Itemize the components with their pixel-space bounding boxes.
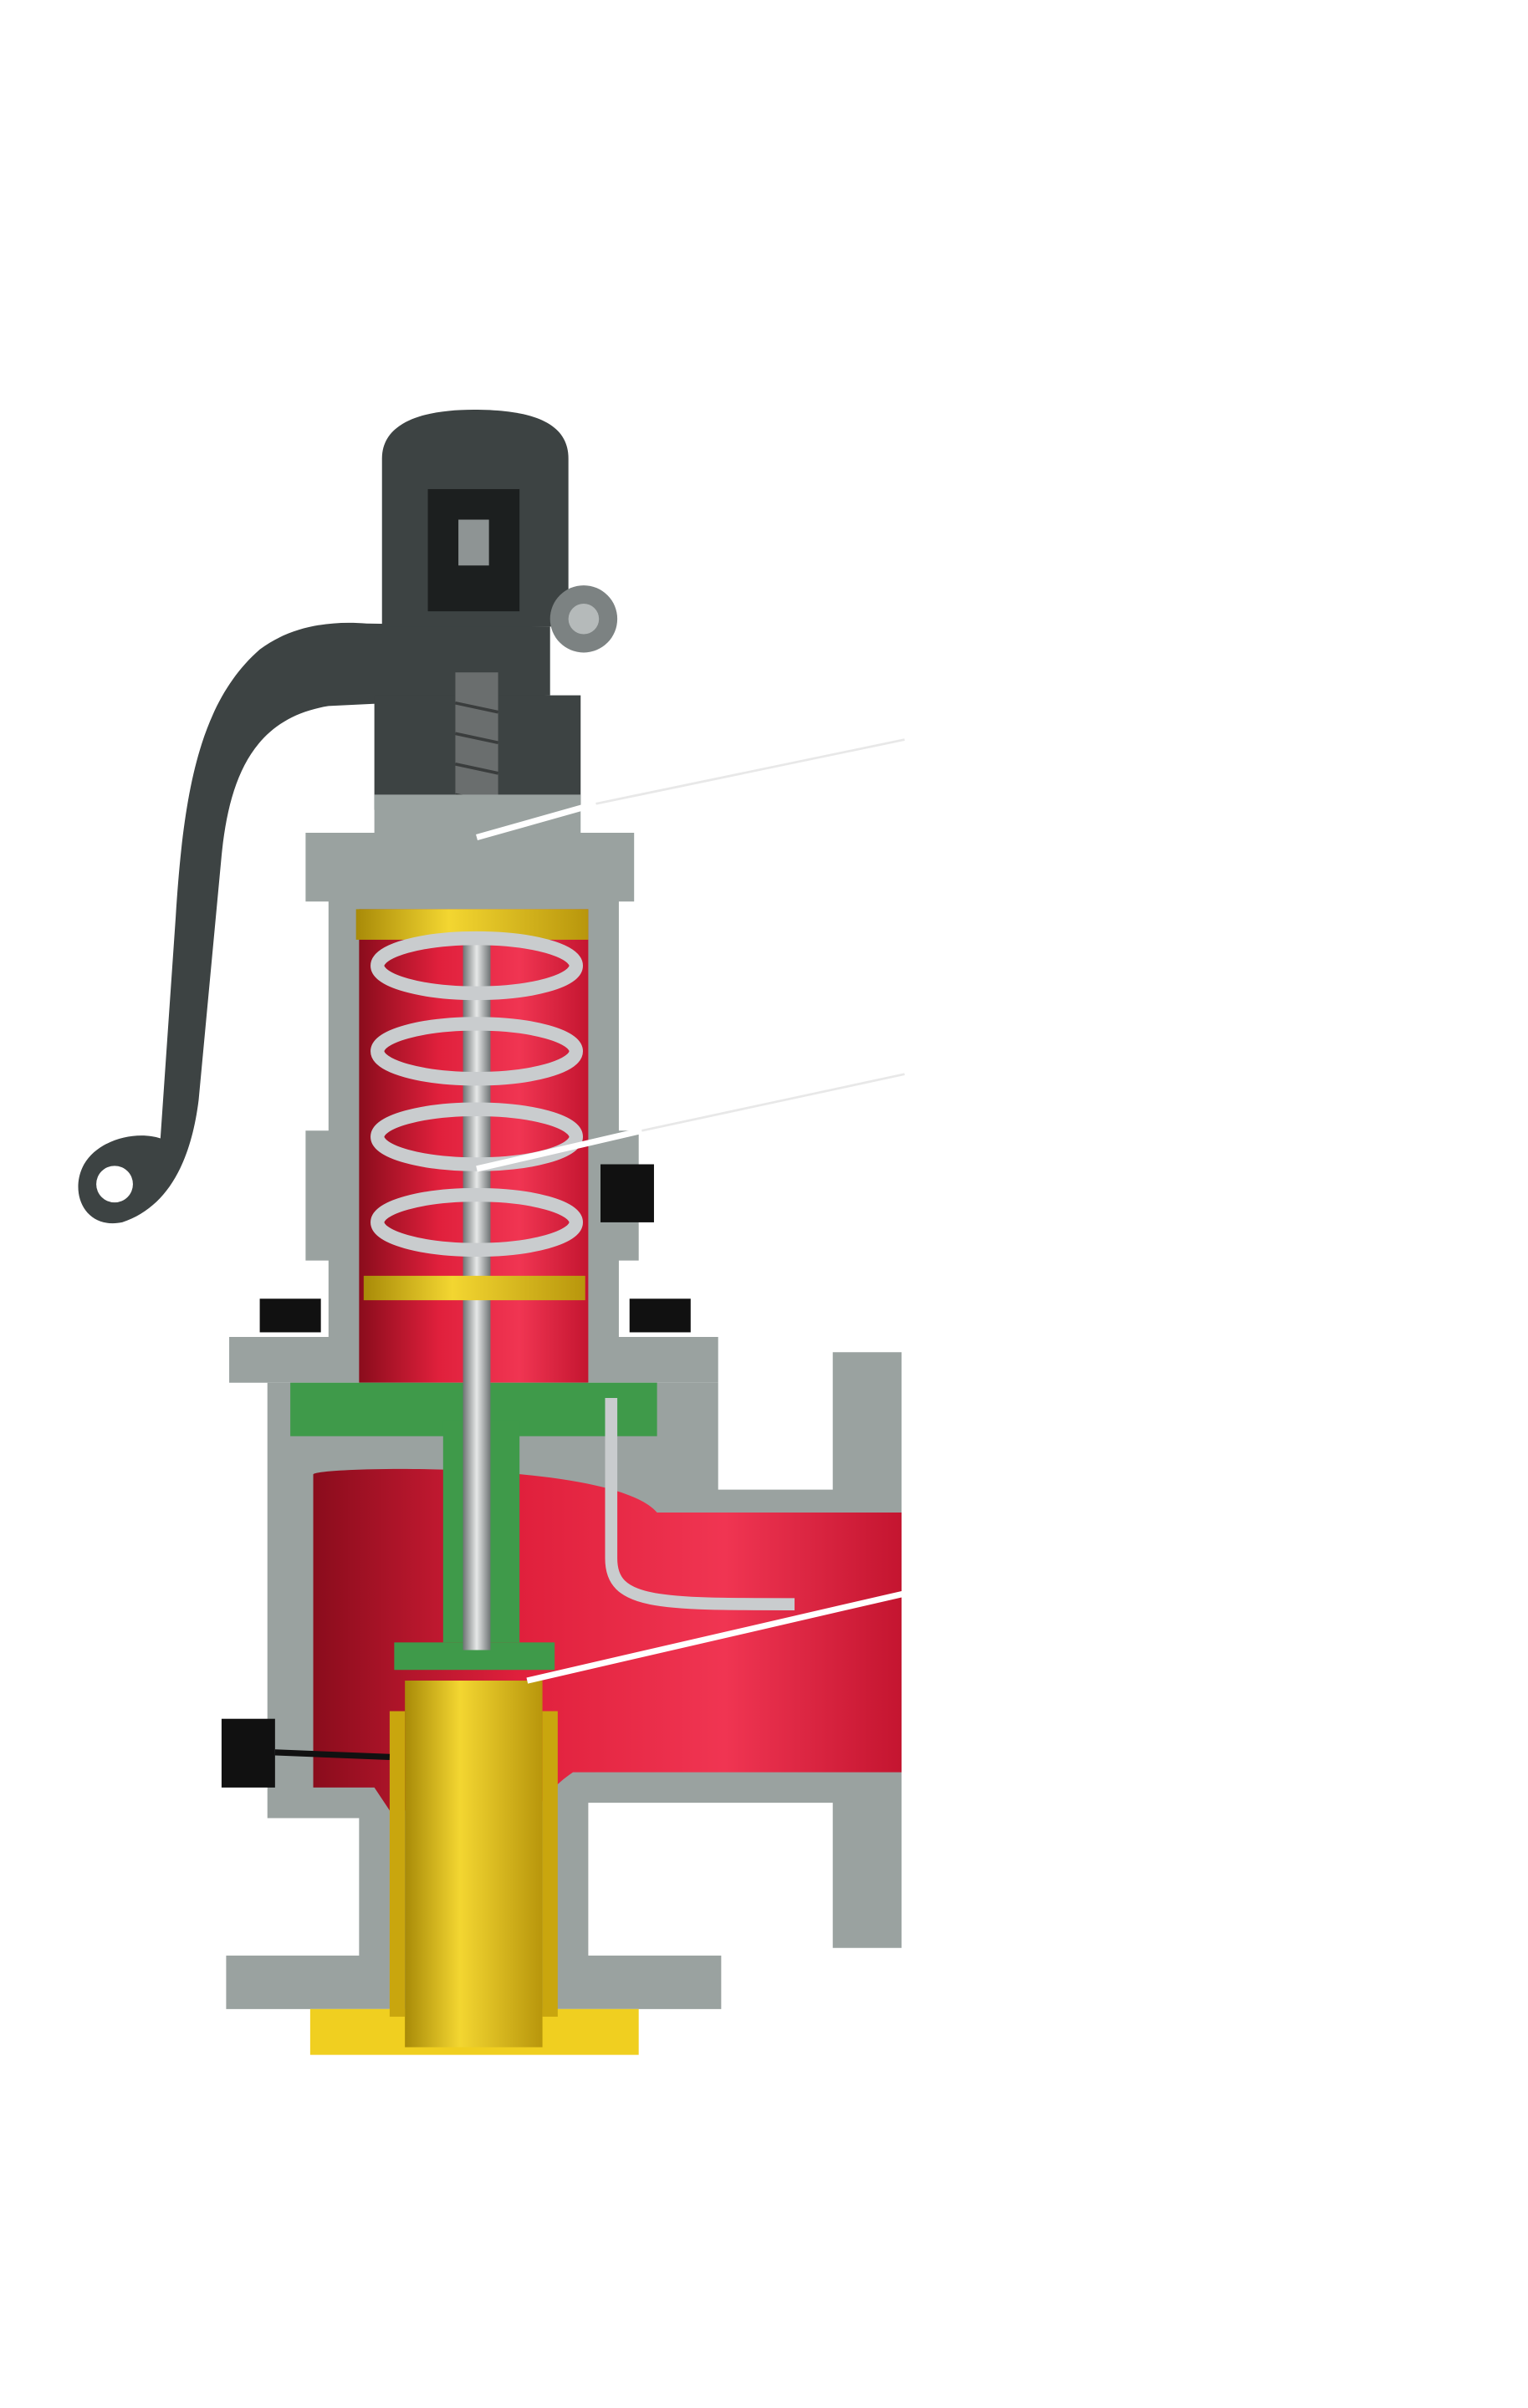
leader-line-adjusting-screw: [476, 800, 597, 841]
bolt-icon: [221, 1718, 275, 1788]
nozzle: [309, 1681, 639, 2055]
lower-spring-plate: [363, 1275, 585, 1301]
lifting-lever: [78, 622, 550, 1224]
valve-body: [226, 1352, 902, 2009]
bolts: [221, 1164, 691, 1788]
leader-lines: [476, 738, 906, 1684]
lever-ring-hole: [96, 1166, 133, 1203]
spring: [371, 931, 584, 1258]
bolt-icon: [629, 1298, 691, 1333]
bolt-icon: [600, 1164, 654, 1222]
bolt-icon: [259, 1298, 321, 1333]
balance-tube: [605, 1398, 795, 1610]
leader-line-spring: [476, 1127, 643, 1172]
leader-line-disc: [526, 1590, 906, 1684]
